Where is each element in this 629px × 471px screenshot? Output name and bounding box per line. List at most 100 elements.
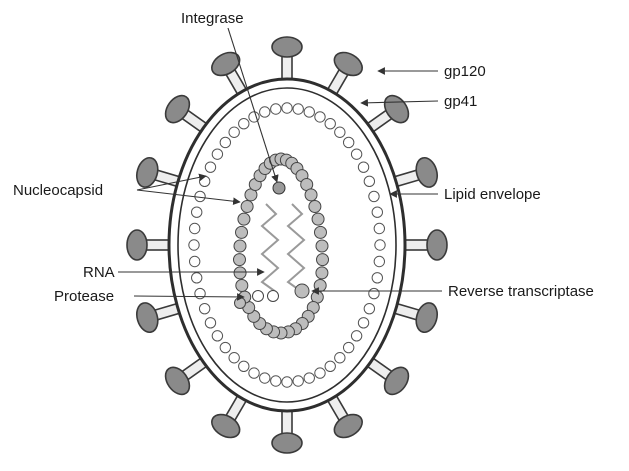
matrix-bead <box>371 206 383 218</box>
spike <box>324 391 363 439</box>
rna-label: RNA <box>83 264 115 281</box>
nucleocapsid-bead <box>315 239 329 253</box>
matrix-bead <box>270 103 282 115</box>
nucleocapsid-bead <box>233 266 247 280</box>
matrix-bead <box>211 330 224 342</box>
gp120-head <box>164 366 191 396</box>
gp120-head <box>415 156 439 188</box>
matrix-bead <box>342 341 355 354</box>
matrix-bead <box>198 175 211 188</box>
matrix-bead <box>292 103 304 115</box>
matrix-bead <box>368 190 380 203</box>
matrix-bead <box>368 287 380 300</box>
protease-bead <box>234 297 246 309</box>
matrix-bead <box>188 255 201 268</box>
matrix-bead <box>373 255 386 268</box>
matrix-bead <box>371 272 383 284</box>
matrix-bead <box>188 222 201 235</box>
matrix-bead <box>314 111 326 123</box>
rna-strand-right <box>286 203 306 293</box>
matrix-bead <box>238 117 250 130</box>
lipid-envelope-label: Lipid envelope <box>444 186 541 203</box>
gp120-head <box>333 51 363 77</box>
nucleocapsid-bead <box>237 212 251 226</box>
matrix-bead <box>324 360 336 373</box>
nucleocapsid-leader-upper <box>136 173 207 191</box>
labels: Integrase gp120 gp41 Nucleocapsid Lipid … <box>13 10 594 305</box>
nucleocapsid-bead <box>313 279 327 292</box>
gp120-head <box>383 366 410 396</box>
spike <box>389 156 439 189</box>
matrix-bead <box>363 175 376 188</box>
matrix-bead <box>259 106 271 118</box>
lipid-envelope <box>167 77 407 413</box>
spike <box>211 51 250 99</box>
matrix-bead <box>357 317 370 329</box>
matrix-bead <box>350 148 363 160</box>
nucleocapsid-leader-lower <box>136 189 241 206</box>
rna-strand-left <box>260 203 280 293</box>
gp120-head <box>135 156 159 188</box>
matrix-bead <box>211 148 224 160</box>
matrix-bead <box>259 372 271 384</box>
spike <box>324 51 363 99</box>
spike <box>400 229 448 261</box>
matrix-bead <box>228 352 240 364</box>
protease-label: Protease <box>54 288 114 305</box>
gp120-head <box>426 229 448 261</box>
gp120-head <box>415 302 439 334</box>
gp41-label: gp41 <box>444 93 477 110</box>
gp41-leader <box>360 98 439 107</box>
gp120-head <box>333 413 363 439</box>
gp120-head <box>271 36 303 58</box>
matrix-bead <box>219 341 232 354</box>
matrix-bead <box>219 136 232 149</box>
gp120-head <box>211 413 241 439</box>
spike <box>363 354 410 396</box>
gp120-head <box>164 94 191 124</box>
matrix-bead <box>314 367 326 379</box>
spike <box>271 406 303 454</box>
nucleocapsid-bead <box>311 212 325 226</box>
matrix-bead-ring <box>188 102 386 388</box>
nucleocapsid-bead <box>308 200 322 213</box>
matrix-bead <box>334 352 346 364</box>
matrix-bead <box>373 222 386 235</box>
matrix-bead <box>188 239 200 251</box>
matrix-bead <box>363 302 376 315</box>
matrix-bead <box>228 126 240 138</box>
matrix-bead <box>204 161 217 173</box>
reverse-transcriptase-label: Reverse transcriptase <box>448 283 594 300</box>
reverse-transcriptase-bead <box>294 283 310 299</box>
protease-bead <box>267 290 279 302</box>
nucleocapsid-bead <box>240 200 254 213</box>
matrix-bead <box>191 206 203 218</box>
gp120-head <box>135 302 159 334</box>
matrix-bead <box>194 287 206 300</box>
spike <box>126 229 174 261</box>
matrix-bead <box>198 302 211 315</box>
gp120-head <box>211 51 241 77</box>
integrase-label: Integrase <box>181 10 244 27</box>
matrix-bead <box>281 376 293 388</box>
nucleocapsid-bead <box>304 188 318 202</box>
nucleocapsid-bead <box>232 253 246 267</box>
nucleocapsid-bead <box>316 253 330 267</box>
spike <box>164 94 211 136</box>
matrix-bead <box>324 117 336 130</box>
integrase-dot <box>272 181 286 195</box>
nucleocapsid-bead <box>315 266 329 280</box>
gp120-label: gp120 <box>444 63 486 80</box>
gp120-head <box>271 432 303 454</box>
nucleocapsid-bead <box>233 239 247 253</box>
matrix-bead <box>248 367 260 379</box>
spike <box>211 391 250 439</box>
spike <box>271 36 303 84</box>
protease-leader <box>133 293 245 301</box>
nucleocapsid-bead <box>313 225 327 239</box>
leader-lines <box>118 27 442 301</box>
matrix-bead <box>342 136 355 149</box>
protease-bead <box>252 290 264 302</box>
nucleocapsid-bead <box>235 225 249 239</box>
